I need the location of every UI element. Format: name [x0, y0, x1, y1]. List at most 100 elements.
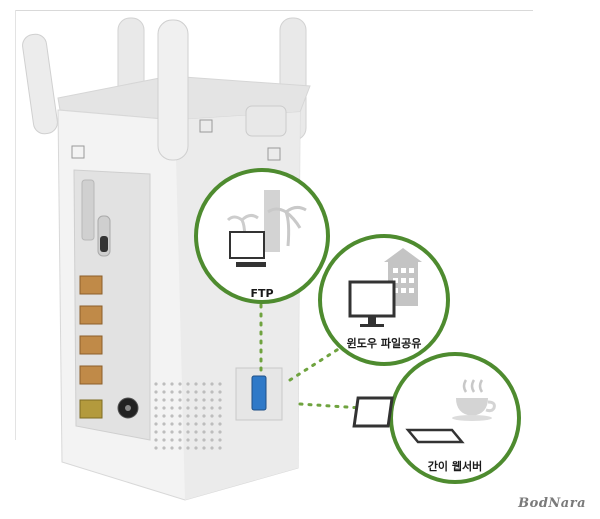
vent-dot [194, 422, 198, 426]
vent-dot [162, 414, 166, 418]
vent-dot [178, 382, 182, 386]
vent-dot [202, 398, 206, 402]
vent-dot [210, 398, 214, 402]
toggle-knob [100, 236, 108, 252]
connector-webserver [298, 402, 394, 412]
led-square [199, 119, 213, 133]
vent-dot [186, 414, 190, 418]
monitor [348, 280, 396, 318]
vent-dot [154, 414, 158, 418]
monitor-base [360, 324, 384, 327]
vent-dot [186, 406, 190, 410]
vent-dot [218, 438, 222, 442]
vent-dot [194, 382, 198, 386]
vent-dot [218, 382, 222, 386]
windows-share-circle [318, 234, 450, 366]
webserver-circle [352, 352, 521, 484]
windows-share-label: 윈도우 파일공유 [346, 337, 422, 350]
vent-dot [210, 422, 214, 426]
laptop-coffee-icon [352, 379, 496, 444]
vent-dot [178, 438, 182, 442]
wan-port [79, 399, 103, 419]
led-square [71, 145, 85, 159]
vent-dot [170, 446, 174, 450]
vent-dot [186, 438, 190, 442]
vent-dot [178, 390, 182, 394]
vent-dot [218, 390, 222, 394]
coffee-cup [456, 398, 488, 416]
vent-dot [170, 414, 174, 418]
vent-dot [178, 398, 182, 402]
connector-lines [259, 303, 394, 412]
vent-dot [202, 430, 206, 434]
vent-dot [210, 406, 214, 410]
vent-dot [210, 438, 214, 442]
vent-dot [162, 422, 166, 426]
vent-dot [154, 406, 158, 410]
vent-dot [186, 382, 190, 386]
vent-dot [186, 398, 190, 402]
vent-dot [194, 430, 198, 434]
vent-dot [218, 398, 222, 402]
vent-dot [170, 398, 174, 402]
saucer [452, 415, 492, 421]
ethernet-port [79, 365, 103, 385]
vent-dot [178, 406, 182, 410]
switch-track [81, 179, 95, 241]
vent-dot [218, 430, 222, 434]
vent-grid [154, 382, 222, 450]
ethernet-port [79, 305, 103, 325]
ftp-label: FTP [250, 287, 274, 300]
vent-dot [154, 390, 158, 394]
vent-dot [194, 390, 198, 394]
power-jack-pin [125, 405, 131, 411]
vent-dot [186, 446, 190, 450]
vent-dot [202, 406, 206, 410]
vent-dot [162, 398, 166, 402]
vent-dot [162, 438, 166, 442]
watermark-logo: BodNara [518, 496, 586, 511]
vent-dot [154, 446, 158, 450]
monitor-stand [368, 316, 376, 324]
ethernet-port [79, 275, 103, 295]
vent-dot [210, 414, 214, 418]
vent-dot [154, 398, 158, 402]
vent-dot [170, 430, 174, 434]
cup-handle [485, 400, 496, 413]
webserver-label: 간이 웹서버 [427, 460, 483, 473]
vent-dot [194, 414, 198, 418]
ethernet-ports [79, 275, 103, 419]
vent-dot [218, 446, 222, 450]
router-side [175, 112, 300, 500]
vent-dot [218, 422, 222, 426]
vent-dot [218, 414, 222, 418]
vent-dot [194, 398, 198, 402]
vent-dot [194, 438, 198, 442]
monitor [229, 231, 265, 259]
antenna-front [157, 19, 189, 161]
vent-dot [178, 430, 182, 434]
vent-dot [170, 422, 174, 426]
vent-dot [186, 390, 190, 394]
vent-dot [210, 390, 214, 394]
keyboard [236, 262, 266, 267]
vent-dot [170, 406, 174, 410]
vent-dot [178, 446, 182, 450]
building-shape [264, 190, 280, 252]
vent-dot [218, 406, 222, 410]
computer-building-icon [348, 248, 422, 327]
frame-top-line [15, 10, 533, 11]
vent-dot [178, 414, 182, 418]
vent-dot [154, 430, 158, 434]
laptop-base [405, 428, 465, 444]
vent-dot [186, 430, 190, 434]
antenna-clip [245, 105, 287, 137]
vent-dot [170, 438, 174, 442]
steam [462, 379, 484, 393]
building-roof [384, 248, 422, 262]
vent-dot [162, 382, 166, 386]
antenna-left [22, 33, 58, 135]
palm-tree [267, 205, 307, 247]
laptop-screen [352, 396, 394, 428]
